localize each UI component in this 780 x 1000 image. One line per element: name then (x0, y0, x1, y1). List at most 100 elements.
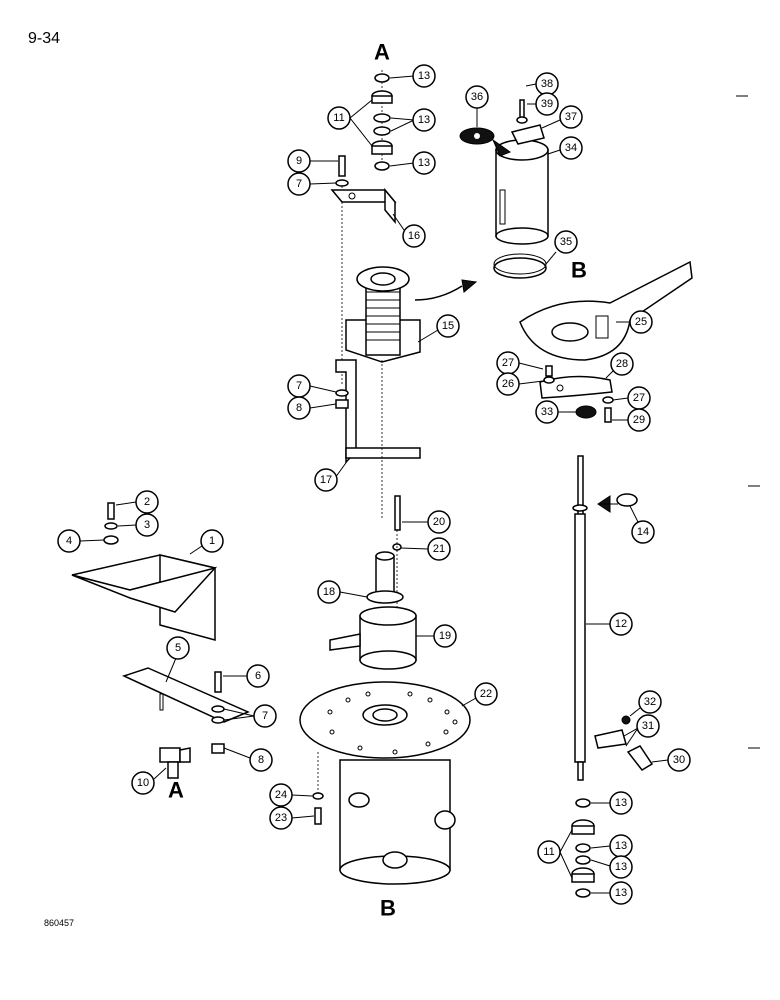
svg-text:15: 15 (442, 320, 454, 332)
callout-5: 5 (165, 636, 190, 683)
svg-text:13: 13 (615, 861, 627, 873)
bracket-17 (335, 359, 421, 520)
svg-text:35: 35 (560, 236, 572, 248)
callout-16: 16 (392, 213, 426, 248)
callout-8a: 8 (287, 396, 337, 420)
svg-text:22: 22 (480, 688, 492, 700)
callout-1: 1 (189, 529, 224, 555)
svg-text:7: 7 (296, 380, 302, 392)
svg-text:26: 26 (502, 378, 514, 390)
svg-text:27: 27 (502, 357, 514, 369)
callout-11b: 11 (537, 829, 573, 879)
svg-text:33: 33 (541, 406, 553, 418)
svg-text:11: 11 (333, 112, 344, 124)
svg-text:24: 24 (275, 789, 287, 801)
cap-36 (459, 127, 512, 157)
callout-10: 10 (131, 767, 167, 795)
svg-text:3: 3 (144, 519, 150, 531)
section-mark-b-bottom: B (380, 896, 396, 921)
swivel-19 (329, 606, 417, 670)
svg-text:8: 8 (296, 402, 302, 414)
callout-7c: 7 (223, 704, 277, 728)
svg-text:7: 7 (262, 710, 268, 722)
callout-30: 30 (651, 748, 691, 772)
callout-32: 32 (629, 690, 662, 717)
callout-15: 15 (417, 314, 460, 343)
callout-27a: 27 (496, 351, 544, 375)
callout-13g: 13 (591, 881, 633, 905)
section-letters: A B A B (168, 40, 587, 921)
svg-text:2: 2 (144, 496, 150, 508)
svg-text:13: 13 (418, 157, 430, 169)
turntable-22 (299, 681, 471, 885)
callout-13d: 13 (591, 791, 633, 815)
rod-12 (572, 455, 618, 781)
svg-text:21: 21 (433, 543, 445, 555)
link-28 (539, 375, 613, 399)
svg-text:29: 29 (633, 414, 645, 426)
svg-text:11: 11 (543, 846, 554, 858)
collector-ring-cover-34 (495, 139, 549, 245)
svg-text:31: 31 (642, 720, 654, 732)
callout-23: 23 (269, 806, 315, 830)
svg-text:6: 6 (255, 670, 261, 682)
svg-text:36: 36 (471, 91, 483, 103)
svg-text:30: 30 (673, 754, 685, 766)
svg-text:25: 25 (635, 316, 647, 328)
callout-25: 25 (616, 310, 653, 334)
figure-code: 860457 (44, 918, 75, 928)
callout-28: 28 (605, 352, 634, 379)
callout-21: 21 (400, 537, 451, 561)
callout-24: 24 (269, 783, 313, 807)
callout-33: 33 (535, 400, 576, 424)
svg-text:39: 39 (541, 98, 553, 110)
fitting-10 (159, 747, 191, 779)
callout-38: 38 (525, 72, 559, 96)
callout-6: 6 (223, 664, 270, 688)
svg-text:32: 32 (644, 696, 656, 708)
svg-text:8: 8 (258, 754, 264, 766)
clip-31 (594, 715, 654, 771)
callout-11a: 11 (327, 99, 373, 147)
section-mark-a-bottom: A (168, 778, 184, 803)
svg-text:38: 38 (541, 78, 553, 90)
svg-text:1: 1 (209, 535, 215, 547)
svg-text:12: 12 (615, 618, 627, 630)
callout-13f: 13 (590, 855, 633, 879)
callout-13e: 13 (590, 834, 633, 858)
clamp-35 (493, 253, 547, 279)
page-number: 9-34 (28, 30, 61, 47)
plate-37 (510, 99, 545, 145)
callout-7b: 7 (287, 374, 337, 398)
callout-8b: 8 (223, 747, 273, 772)
svg-text:13: 13 (418, 114, 430, 126)
svg-text:13: 13 (418, 70, 430, 82)
callout-39: 39 (527, 92, 559, 116)
svg-text:4: 4 (66, 535, 72, 547)
hub-18 (366, 551, 404, 604)
callout-4: 4 (57, 529, 105, 553)
callout-9: 9 (287, 149, 338, 173)
callout-13a: 13 (389, 64, 436, 88)
svg-text:28: 28 (616, 358, 628, 370)
svg-text:34: 34 (565, 142, 577, 154)
callout-17: 17 (314, 459, 349, 492)
callout-31: 31 (623, 714, 660, 747)
svg-text:10: 10 (137, 777, 149, 789)
plate-25 (519, 260, 693, 361)
callout-18: 18 (317, 580, 368, 604)
svg-text:17: 17 (320, 474, 332, 486)
callout-12: 12 (586, 612, 633, 636)
callout-14: 14 (629, 505, 655, 544)
shield-1 (71, 554, 218, 641)
svg-text:27: 27 (633, 392, 645, 404)
callout-36: 36 (465, 85, 489, 127)
svg-text:23: 23 (275, 812, 287, 824)
svg-text:19: 19 (439, 630, 451, 642)
svg-text:18: 18 (323, 586, 335, 598)
svg-text:5: 5 (175, 642, 181, 654)
section-mark-b-top: B (571, 258, 587, 283)
svg-text:14: 14 (637, 526, 649, 538)
